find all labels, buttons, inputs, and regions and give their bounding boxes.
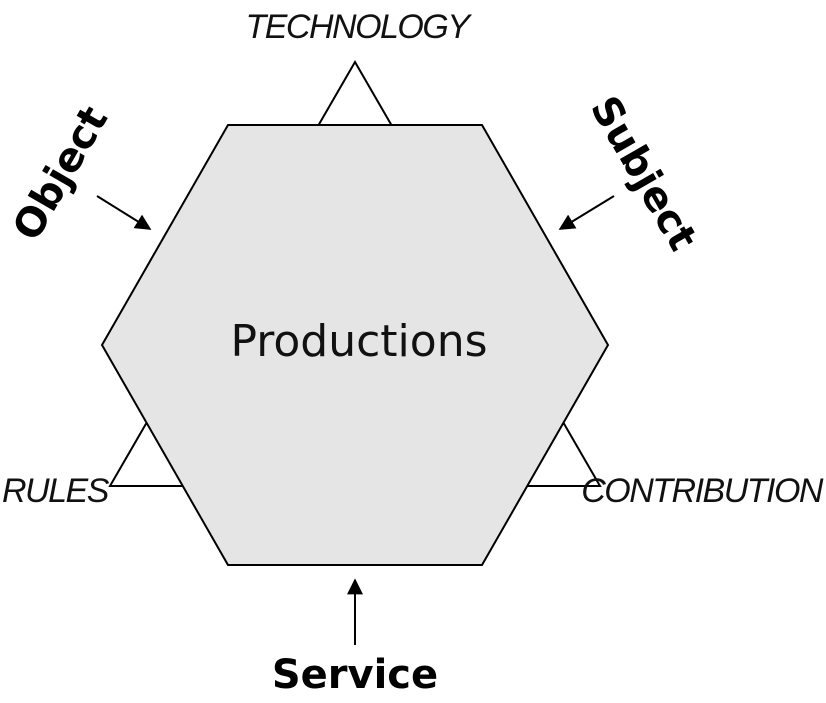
object-label: Object <box>4 99 117 249</box>
productions-label: Productions <box>230 316 487 367</box>
service-label: Service <box>272 652 438 698</box>
rules-label: RULES <box>2 472 110 510</box>
contribution-label: CONTRIBUTION <box>581 472 824 510</box>
productions-hexagon <box>100 124 610 566</box>
subject-arrow <box>558 195 615 230</box>
subject-label: Subject <box>581 89 706 259</box>
technology-label: TECHNOLOGY <box>245 8 472 46</box>
object-arrow <box>96 195 152 230</box>
